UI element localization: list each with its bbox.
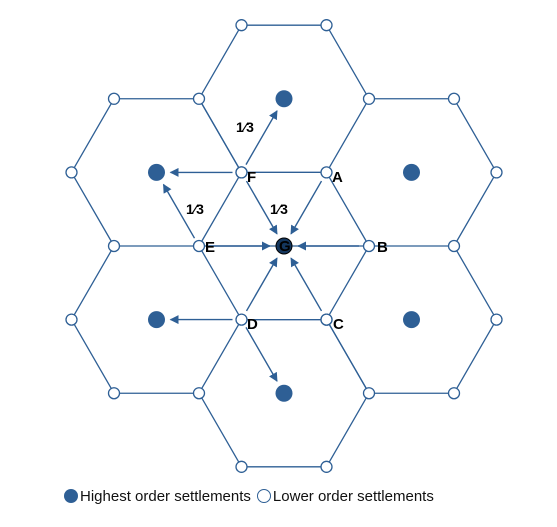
- lower-order-node: [447, 387, 461, 400]
- hex-edge: [198, 98, 243, 173]
- highest-order-node: [403, 311, 420, 329]
- legend: Highest order settlements Lower order se…: [64, 486, 434, 506]
- hex-edge: [453, 172, 498, 247]
- highest-order-node: [148, 163, 165, 181]
- arrow-d-to-bottom: [245, 327, 278, 382]
- lower-order-node: [192, 239, 206, 253]
- arrow-to-g-3: [245, 257, 278, 312]
- lower-order-node: [362, 92, 376, 105]
- lower-order-node: [235, 166, 248, 179]
- hex-edge: [325, 392, 370, 468]
- lower-order-node: [235, 19, 248, 32]
- lower-order-node: [320, 460, 333, 473]
- hex-edge: [198, 392, 243, 468]
- lower-order-node: [490, 313, 503, 326]
- lower-order-node: [192, 387, 206, 400]
- fraction-left: 1⁄3: [186, 201, 204, 217]
- label-g: G: [279, 238, 291, 255]
- highest-order-node: [275, 90, 293, 108]
- hex-edge: [70, 319, 115, 394]
- lower-order-node: [320, 19, 333, 32]
- hex-edge: [70, 172, 115, 247]
- hex-edge: [453, 98, 498, 173]
- hexagon-grid: [70, 24, 498, 468]
- hex-edge: [70, 98, 115, 173]
- lower-order-node: [107, 92, 121, 105]
- arrow-f-to-top: [245, 110, 278, 165]
- arrow-to-g-0: [290, 180, 323, 235]
- hex-edge: [325, 24, 370, 100]
- flow-arrows: [162, 110, 359, 382]
- highest-order-settlements: [148, 90, 420, 402]
- highest-order-node: [275, 384, 293, 402]
- hex-edge: [453, 319, 498, 394]
- central-settlement-g: [275, 237, 293, 255]
- lower-order-node: [235, 313, 248, 326]
- hex-edge: [198, 319, 243, 394]
- hex-edge: [325, 98, 370, 173]
- hex-edge: [198, 245, 243, 320]
- hex-edge: [70, 245, 115, 320]
- lower-order-node: [65, 313, 78, 326]
- lower-order-node: [320, 313, 333, 326]
- lower-order-node: [65, 166, 78, 179]
- hex-edge: [325, 319, 370, 394]
- hex-edge: [453, 245, 498, 320]
- arrow-to-g-5: [245, 180, 278, 235]
- hex-edge: [198, 24, 243, 100]
- highest-order-node: [148, 311, 165, 329]
- lower-order-node: [447, 92, 461, 105]
- arrow-to-g-2: [290, 257, 323, 312]
- lower-order-node: [490, 166, 503, 179]
- lower-order-node: [235, 460, 248, 473]
- filled-circle-icon: [64, 489, 78, 503]
- legend-lower-label: Lower order settlements: [272, 487, 434, 505]
- arrow-e-to-upper-left: [162, 183, 196, 239]
- fraction-upper: 1⁄3: [236, 119, 254, 135]
- label-c: C: [333, 316, 344, 333]
- label-a: A: [332, 169, 343, 186]
- lower-order-node: [107, 387, 121, 400]
- highest-order-node: [403, 163, 420, 181]
- lower-order-node: [192, 92, 206, 105]
- lower-order-node: [362, 239, 376, 253]
- label-d: D: [247, 316, 258, 333]
- hex-edge: [198, 172, 243, 247]
- lower-order-node: [447, 239, 461, 253]
- label-f: F: [247, 169, 256, 186]
- label-e: E: [205, 239, 215, 256]
- hex-edge: [325, 245, 370, 320]
- lower-order-node: [320, 166, 333, 179]
- hex-edge: [325, 172, 370, 247]
- hollow-circle-icon: [256, 489, 271, 503]
- fraction-center: 1⁄3: [270, 201, 288, 217]
- lower-order-settlements: [65, 19, 503, 473]
- lower-order-node: [107, 239, 121, 253]
- label-b: B: [377, 239, 388, 256]
- legend-highest-label: Highest order settlements: [80, 487, 251, 505]
- lower-order-node: [362, 387, 376, 400]
